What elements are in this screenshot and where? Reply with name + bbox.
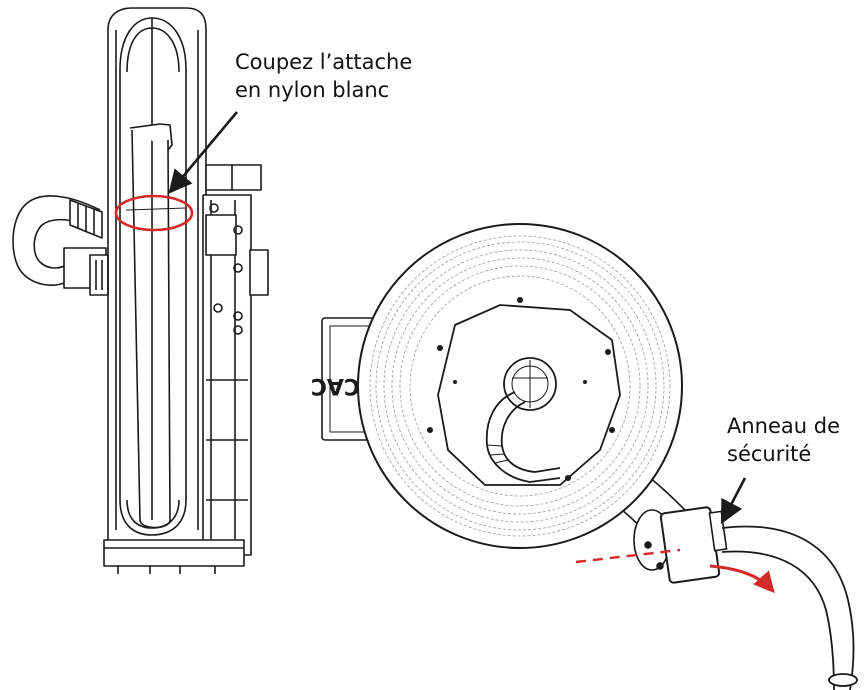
cut-tie-arrow — [168, 111, 238, 194]
safety-ring-line1: Anneau de — [727, 414, 841, 438]
reel-side-view — [12, 7, 269, 574]
hose-pull-dashed-line — [575, 548, 681, 564]
reel-front-view: CAC — [311, 223, 858, 690]
drum-flange — [107, 7, 207, 540]
hose-pull-arrow — [709, 564, 775, 594]
safety-ring-arrow — [720, 477, 747, 525]
cut-tie-line2: en nylon blanc — [235, 78, 390, 102]
outlet-guide — [659, 506, 728, 584]
inlet-elbow — [12, 195, 109, 296]
cut-tie-callout: Coupez l’attache en nylon blanc — [235, 48, 412, 104]
mounting-bracket — [202, 164, 269, 556]
housing-lettering: CAC — [311, 373, 360, 398]
inner-hose — [485, 391, 561, 483]
outlet-hose — [721, 525, 858, 690]
nylon-tie-highlight — [114, 194, 194, 232]
cut-tie-line1: Coupez l’attache — [235, 50, 413, 74]
safety-ring-line2: sécurité — [727, 442, 812, 466]
safety-ring-callout: Anneau de sécurité — [727, 412, 840, 468]
hose-segment — [125, 123, 187, 529]
hose-coil — [119, 17, 187, 536]
base-plate — [103, 539, 245, 574]
